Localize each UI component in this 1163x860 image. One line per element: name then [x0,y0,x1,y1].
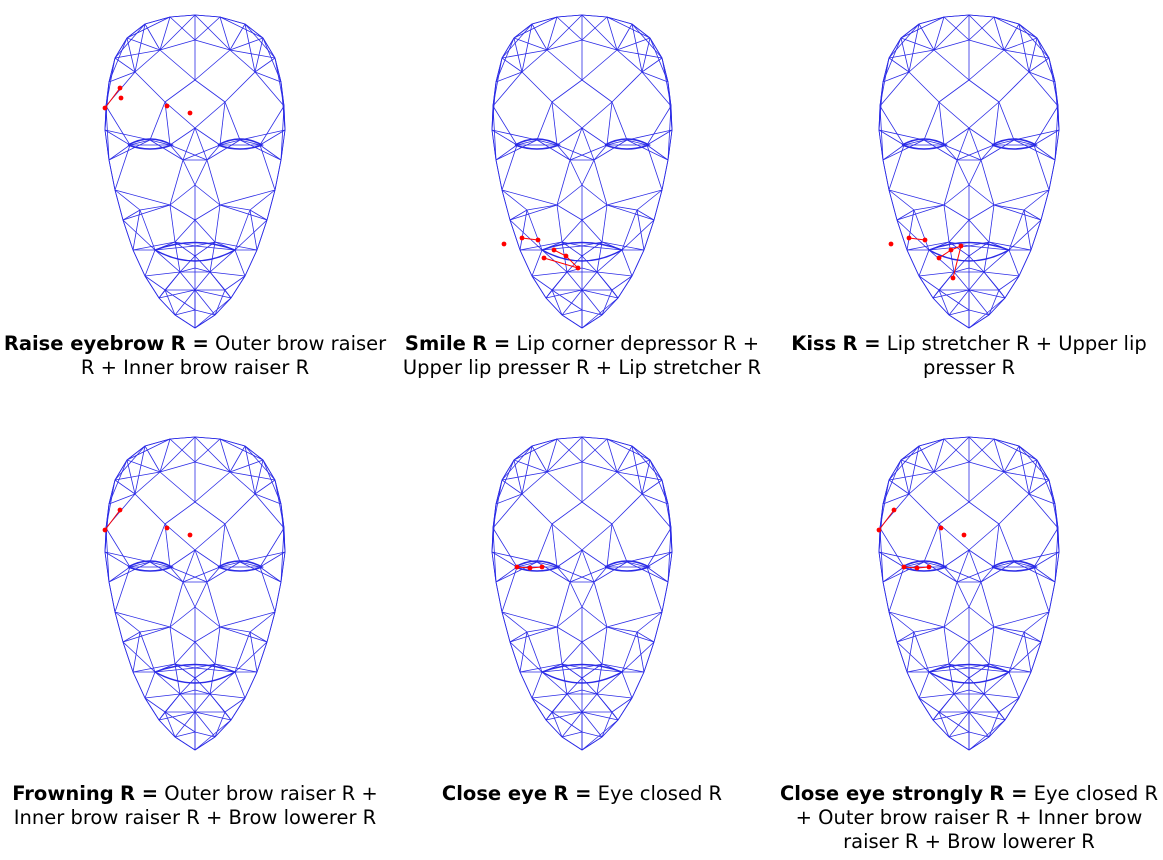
action-unit-marker [164,525,170,531]
equation-lhs: R = [119,782,159,805]
action-unit-marker [501,241,507,247]
eye-outline [514,560,561,572]
mouth-outline [541,241,624,262]
caption: Frowning R = Outer brow raiser R + Inner… [0,782,390,830]
action-unit-sum: Lip stretcher R + Upper lip presser R [880,332,1147,379]
expression-name: Close eye strongly [779,782,984,805]
action-unit-marker [187,110,193,116]
face-mesh [491,14,673,329]
eye-outline [604,138,651,150]
equation-lhs: R = [842,332,881,355]
equation-lhs: R = [553,782,592,805]
mouth-outline [928,241,1011,262]
face-mesh [876,436,1060,751]
eye-outline [127,138,174,150]
action-unit-marker [164,103,170,109]
expression-name: Frowning [12,782,114,805]
eye-outline [127,560,174,572]
action-unit-marker [938,525,944,531]
caption: Raise eyebrow R = Outer brow raiser R + … [0,332,390,380]
equation-lhs: R = [989,782,1028,805]
action-unit-sum: Eye closed R + Outer brow raiser R + Inn… [795,782,1159,853]
expression-name: Smile [404,332,466,355]
action-unit-marker [888,241,894,247]
eye-outline [901,560,948,572]
eye-outline [217,560,264,572]
mouth-outline [928,663,1011,684]
action-unit-sum: Outer brow raiser R + Inner brow raiser … [80,332,387,379]
eye-outline [991,560,1038,572]
face-mesh [102,436,286,751]
eye-outline [604,560,651,572]
panel-kiss: Kiss R = Lip stretcher R + Upper lip pre… [774,0,1163,860]
equation-lhs: R = [170,332,209,355]
caption: Close eye R = Eye closed R [387,782,777,806]
expression-name: Close eye [441,782,548,805]
caption: Close eye strongly R = Eye closed R + Ou… [774,782,1163,854]
panel-frowning: Frowning R = Outer brow raiser R + Inner… [0,0,390,860]
action-unit-sum: Lip corner depressor R + Upper lip press… [402,332,762,379]
caption: Kiss R = Lip stretcher R + Upper lip pre… [774,332,1163,380]
expression-name: Kiss [791,332,837,355]
eye-outline [514,138,561,150]
eye-outline [991,138,1038,150]
eye-outline [217,138,264,150]
eye-outline [901,138,948,150]
panel-close-eye: Close eye R = Eye closed R [387,0,777,860]
equation-lhs: R = [472,332,511,355]
action-unit-marker [187,532,193,538]
mouth-outline [541,663,624,684]
panel-raise-eyebrow: Raise eyebrow R = Outer brow raiser R + … [0,0,390,860]
face-mesh [491,436,673,751]
mouth-outline [154,241,237,262]
expression-name: Raise eyebrow [3,332,165,355]
action-unit-marker [961,532,967,538]
face-mesh [878,14,1060,329]
panel-close-eye-strongly: Close eye strongly R = Eye closed R + Ou… [774,0,1163,860]
mouth-outline [154,663,237,684]
action-unit-sum: Outer brow raiser R + Inner brow raiser … [13,782,378,829]
action-unit-sum: Eye closed R [591,782,723,805]
caption: Smile R = Lip corner depressor R + Upper… [387,332,777,380]
action-unit-marker [118,95,124,101]
face-mesh [102,14,286,329]
panel-smile: Smile R = Lip corner depressor R + Upper… [387,0,777,860]
